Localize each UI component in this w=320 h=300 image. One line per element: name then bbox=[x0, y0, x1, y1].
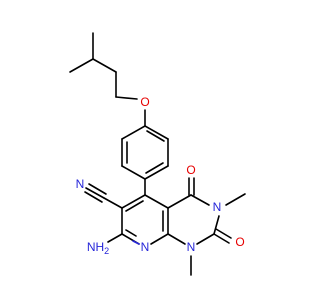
phenyl-bond-1 bbox=[144, 125, 169, 140]
carbonyl-c2-bond-a bbox=[213, 233, 230, 244]
pyr-double-c7-n8 bbox=[125, 229, 137, 237]
molecule-structure-canvas: O N NH2 N N N O O bbox=[69, 32, 246, 276]
amine-label-subscript: 2 bbox=[104, 246, 109, 256]
amine-label: NH2 bbox=[87, 240, 109, 256]
pym-bond-n3-c2 bbox=[213, 215, 220, 235]
nitrile-triple-a bbox=[88, 183, 107, 195]
pym-bond-c2-n1 bbox=[196, 233, 215, 245]
phenyl-double-1 bbox=[146, 130, 165, 142]
phenyl-double-2 bbox=[145, 162, 164, 174]
ether-oxygen-label: O bbox=[140, 95, 149, 109]
carbonyl-oxygen-2-label: O bbox=[235, 235, 244, 249]
carbonyl-c2-bond-b bbox=[215, 228, 232, 239]
pyr-double-c5-c6 bbox=[125, 200, 144, 212]
pyridine-ring bbox=[121, 194, 169, 245]
nitrile-triple-b bbox=[84, 191, 103, 203]
pyridine-nitrogen-label: N bbox=[141, 240, 150, 254]
phenyl-ring bbox=[121, 125, 169, 180]
pym-bond-c4-n3 bbox=[190, 194, 210, 206]
pym-bond-c4a-c4 bbox=[167, 194, 192, 209]
pyr-bond-c5-c6 bbox=[121, 194, 146, 209]
amine-bond bbox=[107, 233, 123, 243]
pyr-bond-c4a-c5 bbox=[144, 194, 169, 209]
bond-methyl-a bbox=[69, 58, 94, 73]
bond-chain-3 bbox=[115, 96, 138, 100]
n3-methyl-bond bbox=[225, 193, 246, 206]
amine-label-main: NH bbox=[87, 240, 104, 254]
pyr-bond-n8-c8a bbox=[150, 233, 169, 245]
atom-labels: O N NH2 N N N O O bbox=[76, 95, 245, 256]
phenyl-bond-3 bbox=[144, 165, 169, 180]
phenyl-bond-4 bbox=[121, 165, 146, 180]
nitrile-bond-2 bbox=[85, 187, 105, 199]
n1-nitrogen-label: N bbox=[187, 240, 196, 254]
phenyl-bond-6 bbox=[121, 125, 146, 140]
bond-chain-1 bbox=[92, 58, 117, 73]
nitrile-nitrogen-label: N bbox=[76, 177, 85, 191]
n3-nitrogen-label: N bbox=[213, 200, 222, 214]
pyrimidine-ring bbox=[167, 194, 220, 245]
carbonyl-oxygen-4-label: O bbox=[186, 163, 195, 177]
nitrile-bond-1 bbox=[103, 197, 123, 209]
pym-bond-n1-c8a bbox=[167, 233, 186, 245]
isopentyl-chain bbox=[69, 32, 138, 100]
pyr-bond-c7-n8-n bbox=[132, 240, 140, 245]
